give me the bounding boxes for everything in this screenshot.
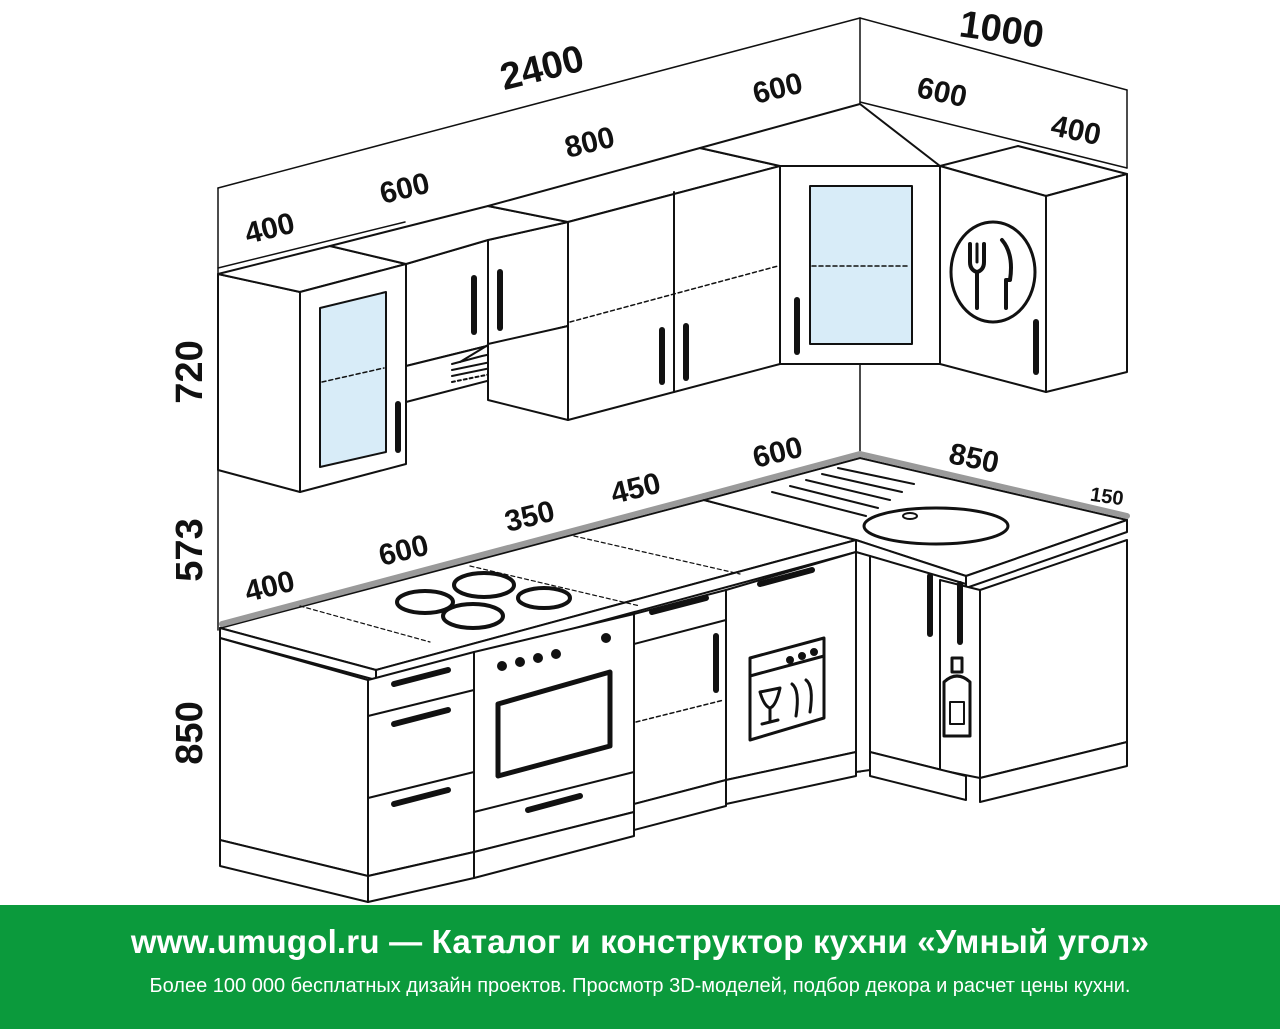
dim-height-backsplash: 573 xyxy=(169,518,211,581)
bottle-icon xyxy=(942,656,972,738)
dim-height-upper: 720 xyxy=(169,340,211,403)
dim-lower-150: 150 xyxy=(1089,484,1125,510)
dim-upper-400-left: 400 xyxy=(241,207,298,251)
upper-cabinet-800 xyxy=(487,147,781,421)
upper-cabinet-right xyxy=(939,145,1128,393)
oven-icon xyxy=(495,633,613,779)
dim-total-left: 2400 xyxy=(496,38,588,99)
dishwasher-icon xyxy=(748,636,826,742)
sink-icon xyxy=(771,467,1010,546)
base-cabinet-dishwasher xyxy=(725,551,857,805)
footer-title[interactable]: www.umugol.ru — Каталог и конструктор ку… xyxy=(130,923,1150,960)
dim-lower-400: 400 xyxy=(241,565,298,609)
base-cabinet-corner xyxy=(855,539,1128,803)
upper-cabinet-corner-glass xyxy=(699,103,941,365)
footer-subtitle: Более 100 000 бесплатных дизайн проектов… xyxy=(149,975,1131,997)
dim-upper-600-right: 600 xyxy=(914,71,970,114)
dim-lower-600: 600 xyxy=(375,529,432,573)
base-cabinet-drawers xyxy=(219,637,475,903)
fork-knife-icon xyxy=(949,220,1037,324)
dim-upper-400-right: 400 xyxy=(1048,109,1104,152)
kitchen-diagram: 2400 1000 400 600 800 600 600 400 720 57… xyxy=(169,3,1130,903)
dim-height-lower: 850 xyxy=(169,701,211,764)
footer-banner: www.umugol.ru — Каталог и конструктор ку… xyxy=(0,905,1280,1029)
dim-upper-600-corner: 600 xyxy=(749,67,806,111)
dim-upper-800: 800 xyxy=(561,121,618,165)
countertop-right xyxy=(701,451,1130,589)
cooktop-icon xyxy=(395,571,572,630)
base-cabinet-350 xyxy=(633,589,727,831)
dim-upper-600-hood: 600 xyxy=(376,167,433,211)
dim-lower-350: 350 xyxy=(501,495,558,539)
dim-lower-450: 450 xyxy=(607,467,664,511)
base-cabinet-oven xyxy=(473,613,635,879)
upper-cabinet-glass-left xyxy=(217,245,407,493)
dim-total-right: 1000 xyxy=(957,3,1047,56)
